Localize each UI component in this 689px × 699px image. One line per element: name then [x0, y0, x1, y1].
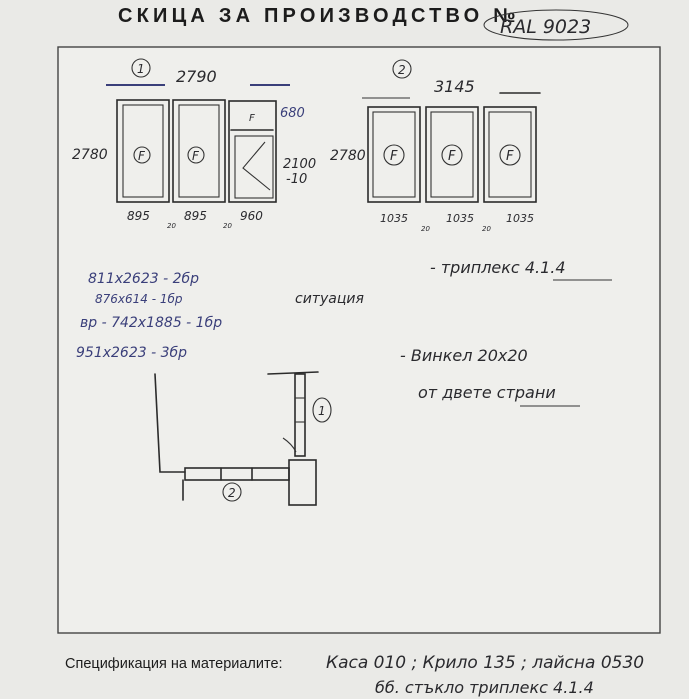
unit-2-total-width: 3145 [434, 77, 475, 96]
unit-2-gap-1: 20 [421, 225, 430, 233]
drawing-frame [57, 46, 661, 634]
unit-1-marker: 1 [137, 62, 145, 76]
unit-1-gap-1: 20 [167, 222, 176, 230]
unit-1-total-width: 2790 [176, 67, 217, 86]
materials-line-2: бб. стъкло триплекс 4.1.4 [375, 678, 594, 697]
unit-2-width-2: 1035 [446, 212, 474, 225]
situation-label: ситуация [295, 291, 364, 307]
unit-2-panel-3-label: F [506, 149, 514, 164]
materials-line-1: Каса 010 ; Крило 135 ; лайсна 0530 [326, 653, 644, 673]
glass-item: 876x614 - 1бр [95, 292, 183, 306]
glass-item: вр - 742x1885 - 1бр [80, 315, 222, 331]
unit-2-elevation: 2 3145 F F F 2780 1035 1035 1035 20 20 [330, 59, 541, 233]
glass-item: 811x2623 - 2бр [88, 271, 199, 287]
note-angle-1: - Винкел 20x20 [400, 346, 528, 365]
unit-2-height: 2780 [330, 148, 366, 164]
unit-2-width-1: 1035 [380, 212, 408, 225]
unit-2-panel-2-label: F [448, 149, 456, 164]
glass-item: 951x2623 - 3бр [76, 345, 187, 361]
glass-list: 811x2623 - 2бр 876x614 - 1бр вр - 742x18… [76, 271, 222, 361]
unit-1-panel-2-label: F [192, 149, 200, 163]
site-plan: 1 2 [154, 371, 332, 506]
ral-ellipse [483, 9, 629, 41]
page-title: СКИЦА ЗА ПРОИЗВОДСТВО № [118, 5, 520, 27]
unit-1-gap-2: 20 [223, 222, 232, 230]
unit-1-panel-3-label: F [249, 113, 255, 124]
unit-2-marker: 2 [398, 63, 406, 77]
unit-2-width-3: 1035 [506, 212, 534, 225]
materials-label: Спецификация на материалите: [65, 656, 283, 672]
unit-1-door-height: 2100 [283, 157, 316, 172]
unit-1-width-1: 895 [127, 209, 150, 223]
note-triplex: - триплекс 4.1.4 [430, 258, 566, 277]
unit-1-elevation: 1 2790 F F F 2780 680 2100 -10 895 895 9… [72, 58, 316, 230]
ral-color: RAL 9023 [500, 16, 591, 38]
plan-marker-1: 1 [318, 404, 326, 418]
unit-1-height: 2780 [72, 147, 108, 163]
unit-2-panel-1-label: F [390, 149, 398, 164]
unit-2-gap-2: 20 [482, 225, 491, 233]
plan-marker-2: 2 [228, 486, 236, 500]
unit-1-door-height-adj: -10 [286, 172, 307, 187]
note-angle-2: от двете страни [418, 383, 556, 402]
unit-1-panel-1-label: F [138, 149, 146, 163]
unit-1-top-height: 680 [280, 106, 305, 121]
unit-1-width-2: 895 [184, 209, 207, 223]
unit-1-width-3: 960 [240, 209, 263, 223]
